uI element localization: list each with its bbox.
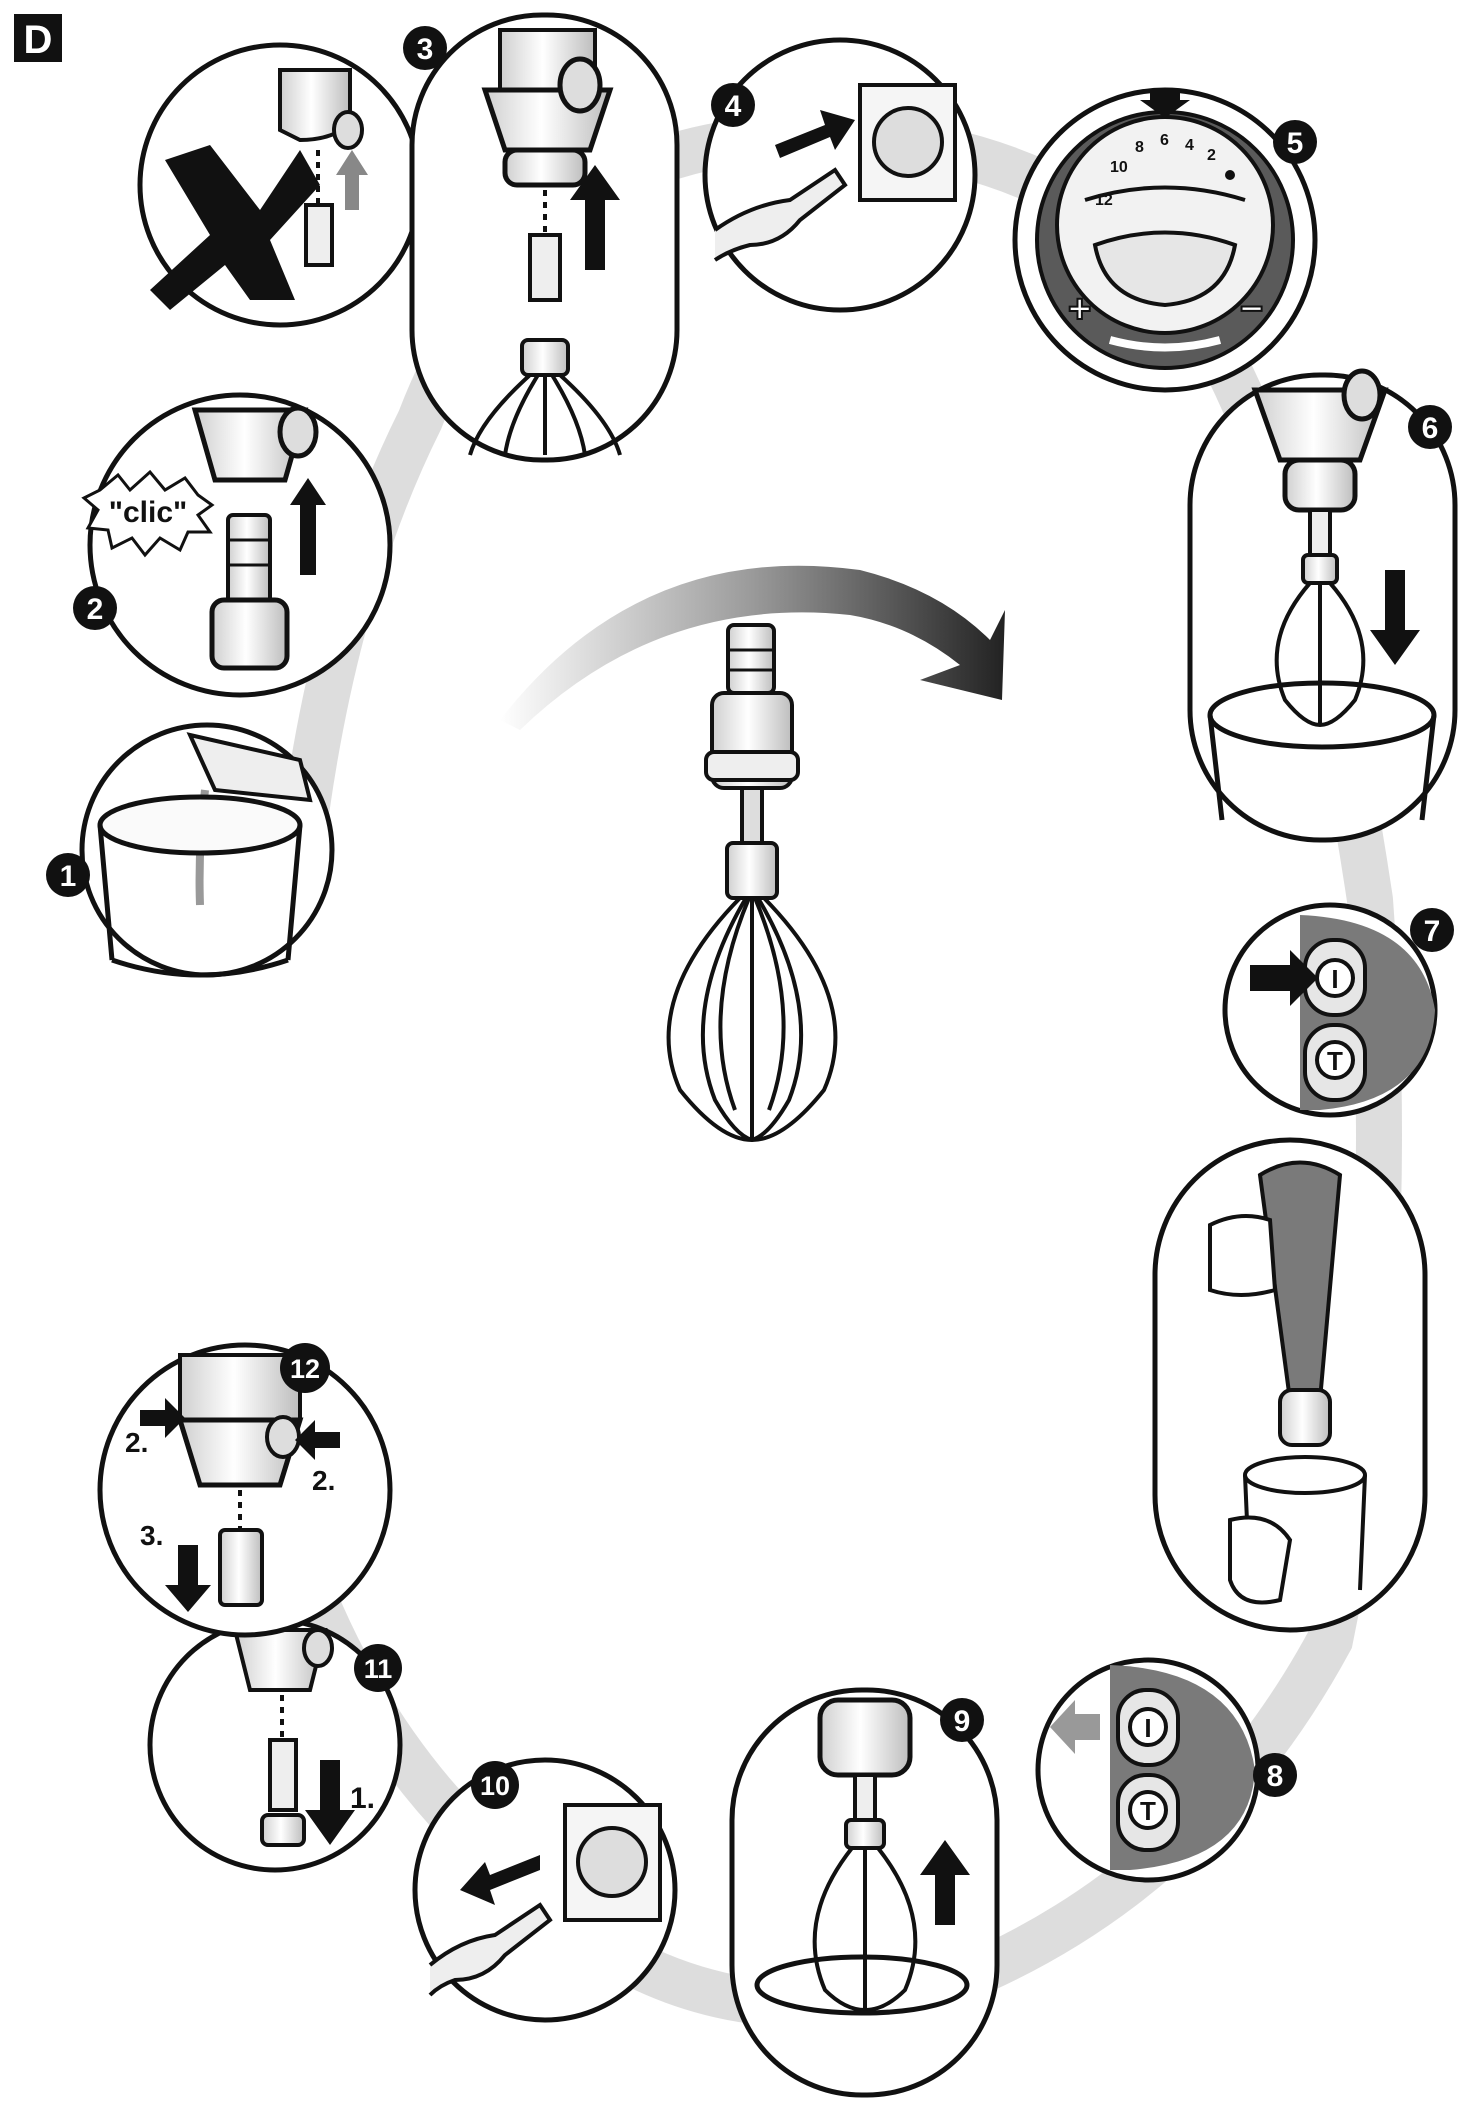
step-11-remove-whisk: 1. 11 bbox=[147, 1617, 403, 1873]
clic-label: "clic" bbox=[109, 496, 188, 529]
step-11-number: 11 bbox=[364, 1654, 393, 1684]
whisk-wires bbox=[666, 896, 838, 1142]
dial-minus-sign: − bbox=[1240, 287, 1263, 331]
step-8-number: 8 bbox=[1267, 1760, 1284, 1793]
step-7-press-on-button: I T 7 bbox=[1222, 902, 1454, 1118]
turbo-button-label: T bbox=[1327, 1046, 1343, 1076]
step-1-number: 1 bbox=[60, 860, 77, 893]
step-8-release-button: I T 8 bbox=[1035, 1657, 1297, 1883]
step-12-release-gear: 2. 2. 3. 12 bbox=[97, 1342, 393, 1638]
step-6-number: 6 bbox=[1422, 412, 1439, 445]
release-step-2-right-label: 2. bbox=[312, 1465, 335, 1496]
mixing-in-beaker-illustration bbox=[1152, 1137, 1428, 1633]
step-4-plug-in: 4 bbox=[702, 37, 978, 313]
step-9-lift-whisk: 9 bbox=[729, 1687, 1000, 2098]
on-button-label-8: I bbox=[1144, 1713, 1151, 1743]
turbo-button-label-8: T bbox=[1140, 1796, 1156, 1826]
on-button-label: I bbox=[1331, 964, 1338, 994]
step-2-number: 2 bbox=[87, 593, 104, 626]
dial-mark-8: 8 bbox=[1135, 139, 1144, 156]
dial-mark-2: 2 bbox=[1207, 147, 1216, 164]
dial-plus-sign: + bbox=[1068, 287, 1091, 331]
step-2-attach-gear: "clic" 2 bbox=[73, 392, 393, 698]
section-letter: D bbox=[24, 18, 53, 62]
rotation-arrow bbox=[500, 565, 1005, 730]
dial-mark-4: 4 bbox=[1185, 137, 1194, 154]
release-step-2-left-label: 2. bbox=[125, 1427, 148, 1458]
step-7-number: 7 bbox=[1424, 915, 1441, 948]
clic-burst-icon bbox=[81, 469, 215, 558]
step-6-lower-whisk: 6 bbox=[1187, 368, 1458, 843]
step-9-number: 9 bbox=[954, 1705, 971, 1738]
step-10-unplug: 10 bbox=[412, 1757, 678, 2023]
dial-mark-10: 10 bbox=[1110, 159, 1128, 176]
step-10-number: 10 bbox=[480, 1771, 510, 1801]
step-5-number: 5 bbox=[1287, 127, 1304, 160]
dial-indicator-arrow-icon bbox=[1140, 90, 1190, 118]
dial-mark-12: 12 bbox=[1095, 192, 1113, 209]
section-badge: D bbox=[14, 14, 62, 62]
release-step-3-label: 3. bbox=[140, 1520, 163, 1551]
step-3-number: 3 bbox=[417, 33, 434, 66]
dial-turn-arrow-icon bbox=[1108, 336, 1222, 352]
central-whisk-illustration bbox=[500, 565, 1005, 1142]
release-step-1-label: 1. bbox=[350, 1782, 375, 1815]
dial-mark-6: 6 bbox=[1160, 132, 1169, 149]
wrong-cross-icon bbox=[150, 145, 320, 310]
step-3-insert-whisk: 3 bbox=[403, 12, 680, 463]
step-1-pour-liquid: 1 bbox=[46, 722, 335, 978]
step-4-number: 4 bbox=[725, 90, 742, 123]
step-12-number: 12 bbox=[290, 1354, 320, 1384]
step-3-wrong-way bbox=[137, 42, 423, 328]
step-5-speed-dial: 12 10 8 6 4 2 + − 5 bbox=[1012, 87, 1318, 393]
